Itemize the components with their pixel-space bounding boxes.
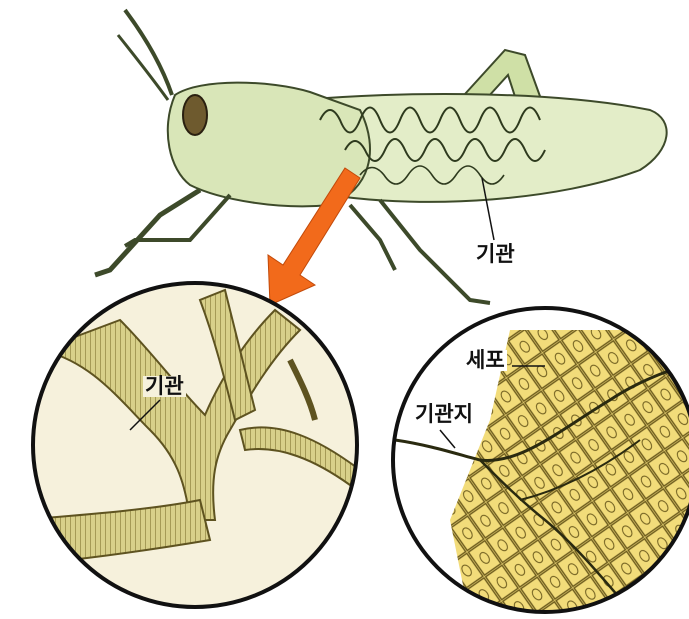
label-cell: 세포 — [464, 350, 507, 371]
label-trachea-zoom: 기관 — [143, 376, 186, 397]
hind-leg-tibia — [380, 200, 490, 303]
grasshopper-eye — [183, 95, 207, 135]
label-trachea-body: 기관 — [476, 244, 515, 265]
trachea-zoom-circle — [20, 283, 360, 607]
cell-zoom-circle — [393, 308, 689, 615]
front-leg — [95, 190, 200, 275]
label-tracheole: 기관지 — [413, 404, 475, 425]
grasshopper — [95, 10, 667, 303]
